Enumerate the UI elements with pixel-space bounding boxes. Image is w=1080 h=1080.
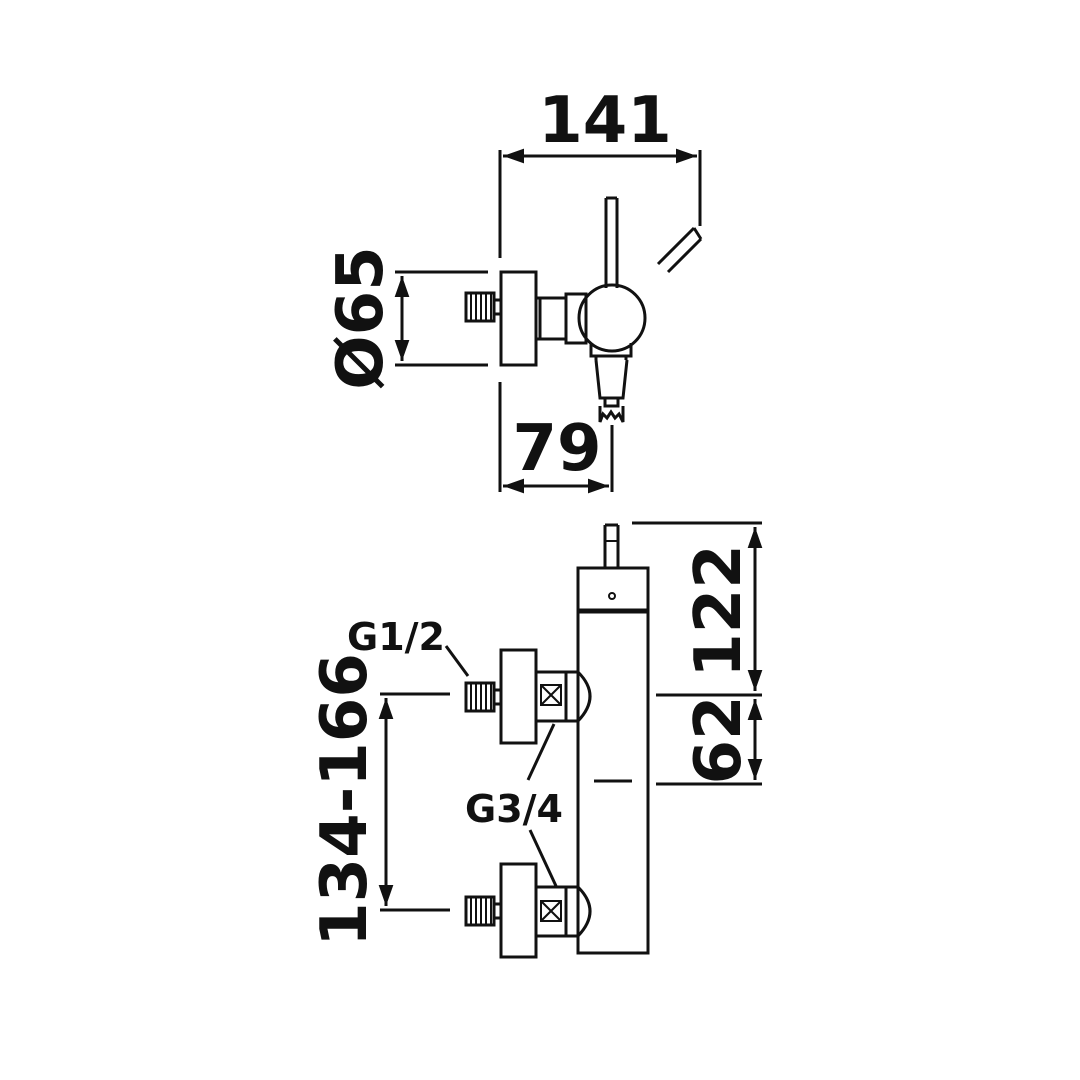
control-head (576, 566, 650, 612)
outlet-spout-top (589, 343, 633, 423)
callout-g12: G1/2 (347, 615, 470, 677)
dimension-79: 79 (498, 382, 614, 494)
dimension-label-diameter: Ø65 (324, 246, 398, 389)
thread-label-outlet: G3/4 (465, 787, 563, 831)
front-view: G1/2 G3/4 134-166 122 62 (308, 521, 763, 959)
dimension-label-79: 79 (512, 412, 601, 486)
valve-body-circle (577, 283, 647, 353)
inlet-thread-top (464, 291, 501, 323)
callout-g34: G3/4 (465, 723, 563, 887)
upper-inlet-assembly (464, 648, 592, 745)
dimension-label-122: 122 (682, 544, 756, 678)
dimension-62: 62 (656, 695, 763, 786)
dimension-141: 141 (498, 84, 702, 258)
valve-body-front (576, 610, 650, 955)
thread-label-inlet: G1/2 (347, 615, 445, 659)
control-indicator-dot (608, 592, 616, 600)
lower-inlet-assembly (464, 862, 592, 959)
dimension-label-62: 62 (682, 695, 756, 784)
connector-pipe-top (536, 292, 588, 345)
dimension-122: 122 (632, 521, 763, 697)
dimension-label-141: 141 (538, 84, 672, 158)
lever-stem-top (604, 196, 619, 288)
dimension-inlet-spacing: 134-166 (308, 653, 450, 947)
lever-front (603, 523, 620, 568)
dimension-diameter: Ø65 (324, 246, 488, 390)
top-view: 141 Ø65 (324, 84, 703, 494)
lever-projection (656, 226, 703, 274)
dimension-label-inlet-spacing: 134-166 (308, 653, 382, 947)
wall-flange-top (499, 270, 538, 367)
